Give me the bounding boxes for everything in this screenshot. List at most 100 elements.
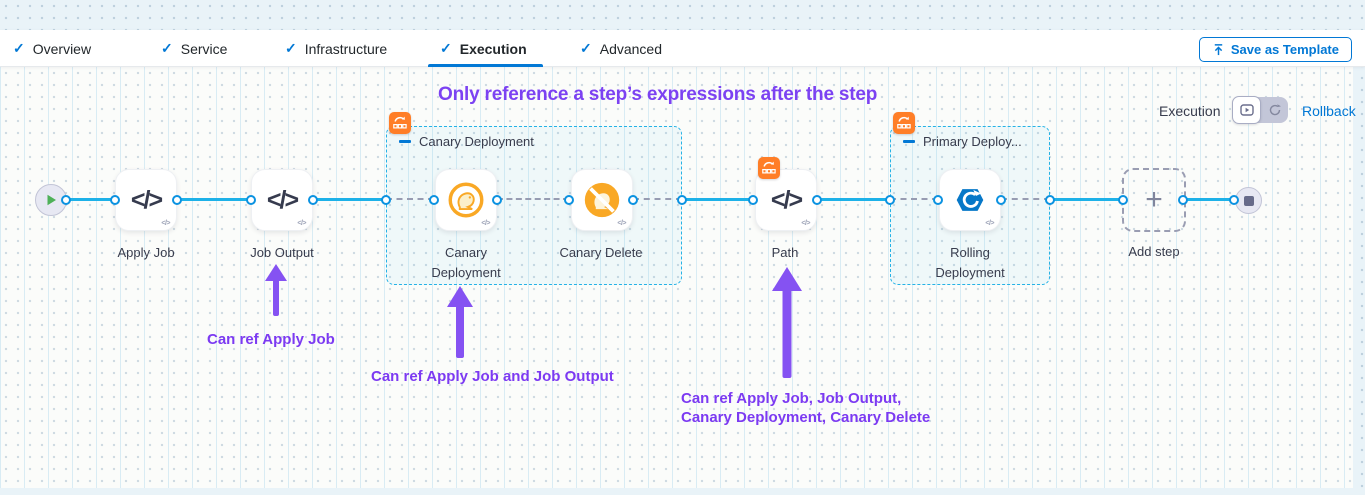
connector-line [817,198,890,201]
connector-port[interactable] [996,195,1006,205]
connector-port[interactable] [677,195,687,205]
check-icon: ✓ [285,40,297,56]
step-path[interactable]: </> </> [755,169,817,231]
script-mini-icon: </> [481,220,490,227]
connector-port[interactable] [246,195,256,205]
connector-port[interactable] [110,195,120,205]
collapse-icon[interactable] [903,140,915,143]
step-rolling-deployment[interactable]: </> [939,169,1001,231]
upload-icon [1214,44,1223,56]
rollout-strategy-icon [893,112,915,134]
connector-port[interactable] [172,195,182,205]
step-job-output[interactable]: </> </> [251,169,313,231]
connector-line [66,198,115,201]
canary-deployment-icon [448,182,484,218]
connector-line [177,198,251,201]
group-header: Primary Deploy... [903,134,1022,149]
step-canary-deployment[interactable]: </> [435,169,497,231]
step-label-job-output: Job Output [250,245,314,260]
tab-overview[interactable]: ✓ Overview [7,30,97,67]
annotation-text-3-line1: Can ref Apply Job, Job Output, [681,390,902,407]
connector-line-dashed [497,198,569,200]
save-as-template-button[interactable]: Save as Template [1198,37,1352,62]
tab-infrastructure[interactable]: ✓ Infrastructure [279,30,393,67]
group-label: Primary Deploy... [923,134,1022,149]
script-step-icon: </> [266,185,299,214]
connector-port[interactable] [933,195,943,205]
script-step-icon: </> [770,185,803,214]
step-label-rolling-deployment: Rolling Deployment [935,245,1005,281]
tab-label: Overview [32,40,92,57]
rollback-link[interactable]: Rollback [1302,103,1356,119]
connector-line [1050,198,1123,201]
plus-icon: + [1145,183,1163,216]
tab-label: Advanced [599,40,663,57]
connector-port[interactable] [628,195,638,205]
connector-port[interactable] [381,195,391,205]
tab-advanced[interactable]: ✓ Advanced [574,30,668,67]
execution-view-button[interactable] [1232,96,1261,124]
tab-label: Service [180,40,228,57]
step-canary-delete[interactable]: </> [571,169,633,231]
rollout-strategy-icon [758,157,780,179]
collapse-icon[interactable] [399,140,411,143]
group-header: Canary Deployment [399,134,534,149]
annotation-text-2: Can ref Apply Job and Job Output [371,368,614,385]
tab-label: Execution [459,40,527,57]
connector-port[interactable] [748,195,758,205]
execution-view-label: Execution [1159,103,1221,119]
execution-canvas: Only reference a step’s expressions afte… [0,67,1356,488]
connector-line-dashed [386,198,434,200]
annotation-text-3: Can ref Apply Job, Job Output, Canary De… [681,390,930,428]
connector-line [682,198,753,201]
connector-port[interactable] [885,195,895,205]
rollback-view-button[interactable] [1261,97,1288,123]
active-tab-underline [428,64,543,67]
step-label-apply-job: Apply Job [117,245,175,260]
connector-line-dashed [1001,198,1050,200]
stage-tabbar: ✓ Overview ✓ Service ✓ Infrastructure ✓ … [0,30,1365,67]
step-apply-job[interactable]: </> </> [115,169,177,231]
connector-line [313,198,386,201]
connector-port[interactable] [564,195,574,205]
stop-icon [1243,195,1254,206]
save-as-template-label: Save as Template [1230,42,1339,57]
connector-line [1183,198,1234,201]
script-mini-icon: </> [297,220,306,227]
canary-delete-icon [584,182,620,218]
tab-service[interactable]: ✓ Service [155,30,233,67]
add-step-label: Add step [1128,244,1180,259]
execution-rollback-toggle [1232,96,1288,124]
connector-port[interactable] [61,195,71,205]
step-label-canary-delete: Canary Delete [559,245,643,260]
play-icon [47,194,56,206]
connector-line-dashed [633,198,682,200]
connector-port[interactable] [429,195,439,205]
annotation-text-1: Can ref Apply Job [207,331,335,348]
connector-line-dashed [890,198,938,200]
connector-port[interactable] [1178,195,1188,205]
check-icon: ✓ [13,40,25,56]
check-icon: ✓ [580,40,592,56]
script-mini-icon: </> [617,220,626,227]
tab-execution[interactable]: ✓ Execution [428,30,543,67]
script-mini-icon: </> [985,220,994,227]
connector-port[interactable] [492,195,502,205]
script-step-icon: </> [130,185,163,214]
script-mini-icon: </> [161,220,170,227]
connector-port[interactable] [1229,195,1239,205]
connector-port[interactable] [308,195,318,205]
annotation-heading: Only reference a step’s expressions afte… [438,84,878,105]
rollback-view-icon [1269,104,1281,116]
add-step-button[interactable]: + [1122,168,1186,232]
rolling-deployment-icon [956,189,984,211]
connector-port[interactable] [1045,195,1055,205]
pipeline-end-node [1235,187,1262,214]
check-icon: ✓ [440,40,452,56]
tab-label: Infrastructure [304,40,388,57]
connector-port[interactable] [1118,195,1128,205]
group-label: Canary Deployment [419,134,534,149]
connector-port[interactable] [812,195,822,205]
script-mini-icon: </> [801,220,810,227]
